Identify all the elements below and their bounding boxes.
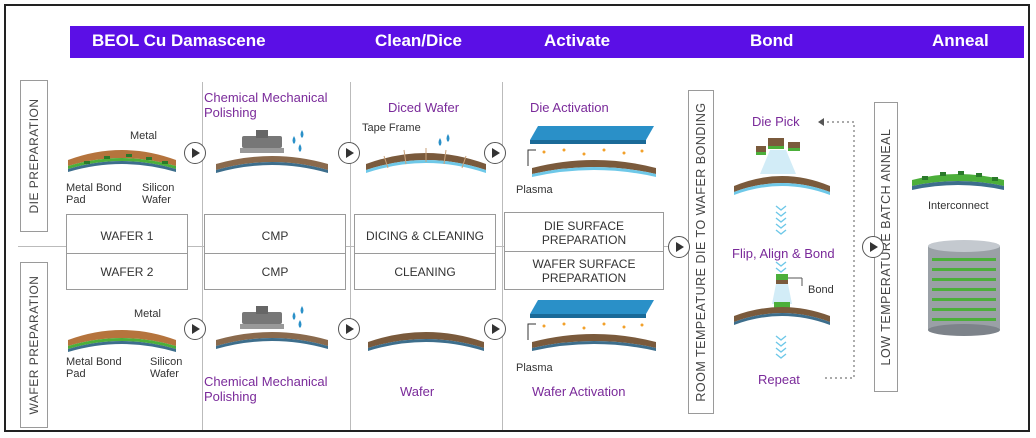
die-pick-label: Die Pick: [752, 114, 800, 129]
silicon-wafer-label: Silicon Wafer: [150, 356, 183, 380]
wafer-stack-illustration: [928, 240, 1000, 336]
dicing-cleaning-label: DICING & CLEANING: [365, 229, 485, 243]
bond-sequence-illustration: [734, 118, 855, 379]
divider: [355, 253, 495, 254]
to-anneal-icon: [862, 236, 884, 258]
surface-prep-step-box: DIE SURFACE PREPARATION WAFER SURFACE PR…: [504, 212, 664, 290]
silicon-wafer-label: Silicon Wafer: [142, 182, 175, 206]
cleaning-label: CLEANING: [394, 265, 456, 279]
wafer-1-label: WAFER 1: [100, 229, 154, 243]
metal-bond-pad-label: Metal Bond Pad: [66, 356, 122, 380]
column-separator: [202, 82, 203, 430]
phase-banner: BEOL Cu Damascene Clean/Dice Activate Bo…: [70, 26, 1024, 58]
phase-activate: Activate: [544, 31, 611, 50]
die-row-next-icon: [338, 142, 360, 164]
wafer-title: Wafer: [400, 384, 435, 399]
wafer-plasma-label: Plasma: [516, 362, 553, 374]
wafer-wafer-illustration: [68, 330, 176, 352]
wafer-surface-prep-label: WAFER SURFACE PREPARATION: [532, 257, 636, 285]
bond-label: Bond: [808, 284, 834, 296]
interconnect-label: Interconnect: [928, 200, 989, 212]
diagram-frame: BEOL Cu Damascene Clean/Dice Activate Bo…: [4, 4, 1030, 432]
die-preparation-label: DIE PREPARATION: [20, 80, 48, 232]
interconnect-wafer-illustration: [912, 171, 1004, 190]
phase-bond: Bond: [750, 31, 794, 50]
die-wafer-illustration: [68, 150, 176, 172]
flip-align-bond-label: Flip, Align & Bond: [732, 246, 835, 261]
cmp-wafer-label: CMP: [261, 265, 289, 279]
column-separator: [502, 82, 503, 430]
to-bonding-icon: [668, 236, 690, 258]
bonding-vertical-label: ROOM TEMPEATURE DIE TO WAFER BONDING: [688, 90, 714, 414]
phase-clean-dice: Clean/Dice: [375, 31, 462, 50]
divider: [505, 251, 663, 252]
die-activation-title: Die Activation: [530, 100, 609, 115]
cmp-step-box: CMP CMP: [204, 214, 346, 290]
die-activation-illustration: [527, 126, 656, 177]
repeat-label: Repeat: [758, 372, 800, 387]
column-separator: [350, 82, 351, 430]
wafer-cmp-illustration: [216, 306, 328, 349]
die-plasma-label: Plasma: [516, 184, 553, 196]
wafer-row-next-icon: [484, 318, 506, 340]
diced-wafer-illustration: [366, 134, 486, 173]
divider: [205, 253, 345, 254]
diced-wafer-title: Diced Wafer: [388, 100, 460, 115]
wafer-step-box: WAFER 1 WAFER 2: [66, 214, 188, 290]
die-cmp-illustration: [216, 130, 328, 173]
wafer-row-next-icon: [338, 318, 360, 340]
dicing-step-box: DICING & CLEANING CLEANING: [354, 214, 496, 290]
metal-label: Metal: [134, 308, 161, 320]
phase-anneal: Anneal: [932, 31, 989, 50]
die-row-next-icon: [184, 142, 206, 164]
wafer-preparation-label: WAFER PREPARATION: [20, 262, 48, 428]
phase-beol: BEOL Cu Damascene: [92, 31, 266, 50]
wafer-cmp-title: Chemical Mechanical Polishing: [204, 374, 328, 404]
die-row-next-icon: [484, 142, 506, 164]
cmp-die-label: CMP: [261, 229, 289, 243]
wafer-activation-title: Wafer Activation: [532, 384, 626, 399]
tape-frame-label: Tape Frame: [362, 122, 421, 134]
die-surface-prep-label: DIE SURFACE PREPARATION: [541, 219, 627, 247]
wafer-row-next-icon: [184, 318, 206, 340]
metal-bond-pad-label: Metal Bond Pad: [66, 182, 122, 206]
wafer-2-label: WAFER 2: [100, 265, 154, 279]
wafer-clean-illustration: [368, 332, 484, 351]
metal-label: Metal: [130, 130, 157, 142]
wafer-activation-illustration: [527, 300, 656, 351]
die-cmp-title: Chemical Mechanical Polishing: [204, 90, 328, 120]
divider: [67, 253, 187, 254]
